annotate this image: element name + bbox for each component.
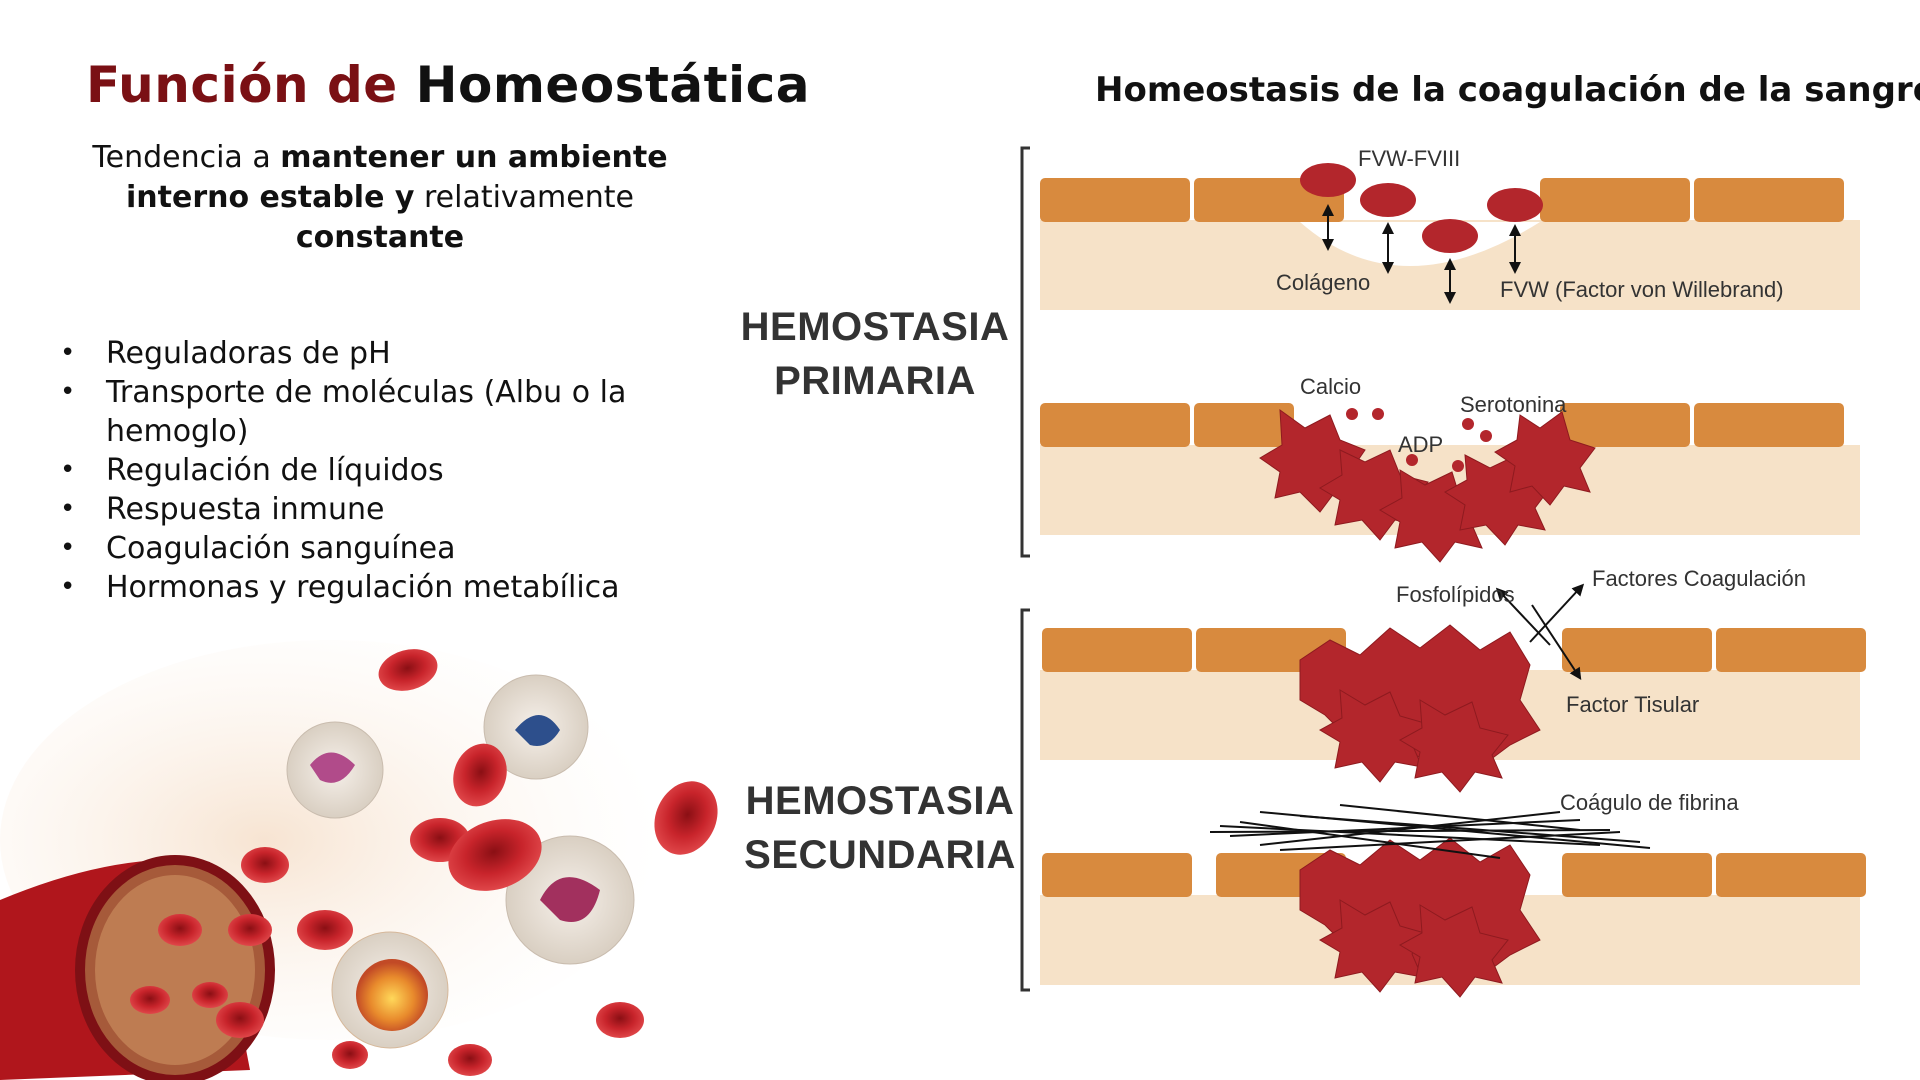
list-item: Hormonas y regulación metabílica [60,568,660,607]
endothelial-cell [1040,403,1190,447]
red-blood-cell [378,649,438,691]
fibrin-mesh [1209,804,1651,859]
label-secondary-line-2: SECUNDARIA [744,833,1016,877]
factor-arrow [1495,587,1551,646]
label-primary-hemostasis: HEMOSTASIA PRIMARIA [740,300,1010,408]
red-blood-cell [596,1002,644,1038]
vwf-molecule [1422,219,1478,253]
calcium-granule [1346,408,1358,420]
endothelial-cell [1716,628,1866,672]
endothelial-cell [1042,628,1192,672]
serotonin-granule [1462,418,1474,430]
list-item: Reguladoras de pH [60,334,660,373]
red-blood-cell [158,914,202,946]
red-blood-cell [297,910,353,950]
label-factor-tisular: Factor Tisular [1566,692,1700,717]
label-colageno: Colágeno [1276,270,1371,295]
endothelial-cell [1194,403,1294,447]
definition-text: Tendencia a mantener un ambiente interno… [40,138,720,258]
red-blood-cell [241,847,289,883]
fibrin-plug [1299,837,1541,998]
red-blood-cell [192,982,228,1008]
platelet-plug [1259,408,1596,563]
vwf-molecule [1300,163,1356,197]
red-blood-cell [130,986,170,1014]
list-item: Respuesta inmune [60,490,660,529]
red-blood-cell [654,781,718,855]
red-blood-cell [448,819,542,891]
label-coagulo-fibrina: Coágulo de fibrina [1560,790,1739,815]
calcium-granule [1372,408,1384,420]
red-blood-cell [448,1044,492,1076]
vwf-molecule [1487,188,1543,222]
blood-vessel-illustration [0,640,718,1080]
label-serotonina: Serotonina [1460,392,1567,417]
red-blood-cell [453,743,507,807]
label-calcio: Calcio [1300,374,1362,399]
adp-granule [1452,460,1464,472]
hemostasis-illustration [1020,146,1866,998]
endothelial-cell [1716,853,1866,897]
serotonin-granule [1480,430,1492,442]
red-blood-cell [332,1041,368,1069]
function-list: Reguladoras de pH Transporte de molécula… [60,334,660,607]
definition-bold-1: mantener un ambiente interno estable y [126,140,668,215]
label-fvw: FVW (Factor von Willebrand) [1500,277,1784,302]
definition-bold-2: constante [295,220,465,255]
bracket-secondary [1020,608,1030,992]
label-secondary-line-1: HEMOSTASIA [745,779,1015,823]
endothelial-cell [1040,178,1190,222]
label-primary-line-1: HEMOSTASIA [740,305,1010,349]
endothelial-cell [1560,403,1690,447]
red-blood-cell [228,914,272,946]
list-item: Coagulación sanguínea [60,529,660,568]
label-adp: ADP [1398,432,1444,457]
label-fvw-fviii: FVW-FVIII [1358,146,1461,171]
endothelial-cell [1694,403,1844,447]
list-item: Regulación de líquidos [60,451,660,490]
label-secondary-hemostasis: HEMOSTASIA SECUNDARIA [740,774,1020,882]
endothelial-cell [1562,853,1712,897]
clot-mass [1299,624,1541,793]
endothelial-cell [1694,178,1844,222]
definition-part-2: relativamente [414,180,634,215]
factor-arrow [1531,604,1582,681]
red-blood-cell [216,1002,264,1038]
vwf-molecule [1360,183,1416,217]
factor-arrow [1529,583,1585,643]
slide-title: Función de Homeostática [86,56,810,114]
list-item: Transporte de moléculas (Albu o la hemog… [60,373,660,451]
endothelial-cell [1562,628,1712,672]
slide-title-accent: Función de [86,56,398,114]
left-panel: Función de Homeostática Tendencia a mant… [0,0,810,1080]
label-factores-coagulacion: Factores Coagulación [1592,566,1807,591]
definition-part-1: Tendencia a [92,140,281,175]
bracket-primary [1020,146,1030,558]
coagulation-diagram: Homeostasis de la coagulación de la sang… [740,0,1920,1080]
endothelial-cell [1540,178,1690,222]
adp-granule [1406,454,1418,466]
diagram-title: Homeostasis de la coagulación de la sang… [1095,70,1920,110]
slide-title-rest: Homeostática [415,56,811,114]
endothelial-cell [1042,853,1192,897]
wound-gap [1300,222,1540,266]
label-fosfolipidos: Fosfolípidos [1396,582,1515,607]
label-primary-line-2: PRIMARIA [774,359,976,403]
